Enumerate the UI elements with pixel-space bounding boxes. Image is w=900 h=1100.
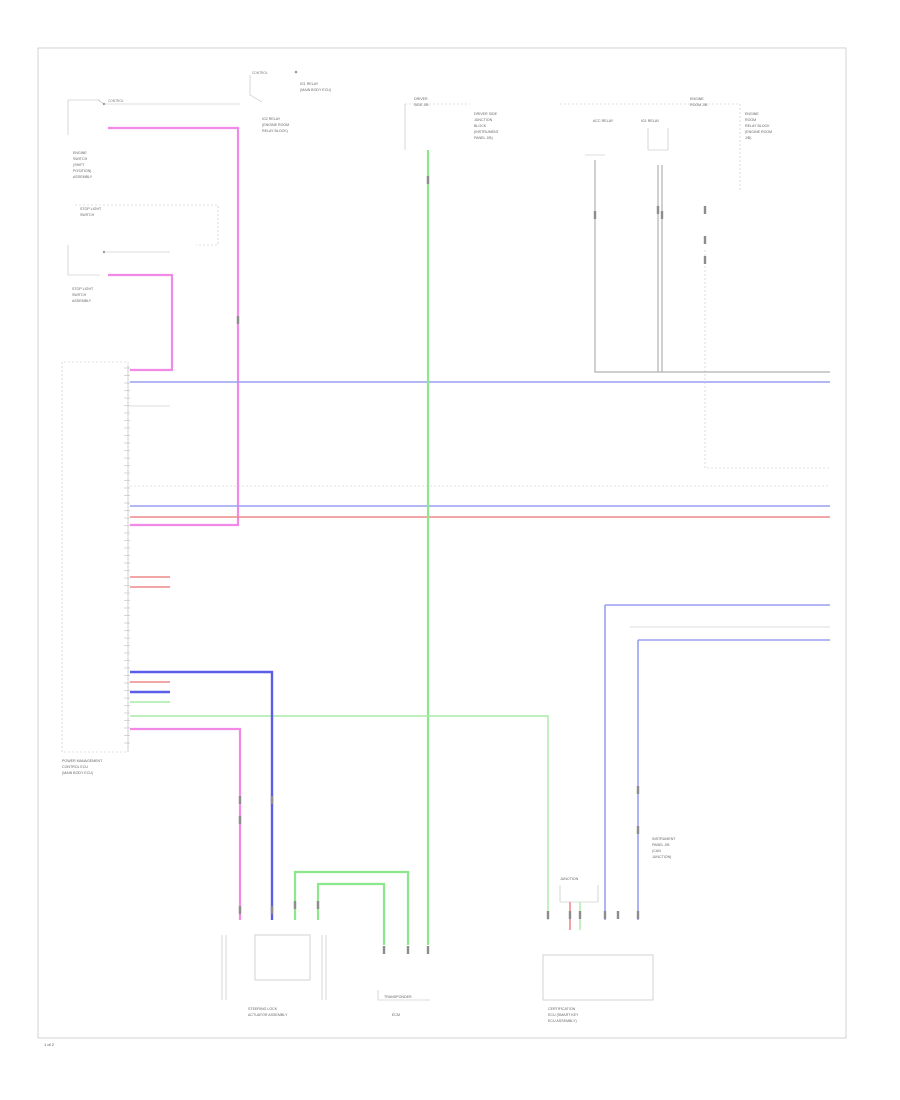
svg-text:CONTROL: CONTROL: [252, 71, 268, 75]
svg-text:ENGINE: ENGINE: [690, 97, 704, 101]
svg-text:SWITCH: SWITCH: [72, 293, 87, 297]
connector-terminal: [578, 911, 582, 919]
svg-text:JUNCTION: JUNCTION: [474, 118, 493, 122]
svg-text:ECM: ECM: [392, 1013, 400, 1017]
connector-terminal: [406, 946, 410, 954]
svg-text:(INSTRUMENT: (INSTRUMENT: [474, 130, 500, 134]
svg-text:CONTROL: CONTROL: [108, 99, 124, 103]
svg-text:ENGINE: ENGINE: [73, 151, 87, 155]
lock-wires: [130, 405, 274, 920]
svg-text:IG1 RELAY: IG1 RELAY: [300, 82, 319, 86]
svg-text:DRIVER: DRIVER: [414, 97, 428, 101]
svg-text:J/B): J/B): [745, 136, 751, 140]
svg-text:TRANSPONDER: TRANSPONDER: [384, 995, 412, 999]
green-wires: [130, 150, 549, 945]
connector-terminal: [236, 316, 240, 324]
diagram-frame: [37, 47, 847, 1039]
connector-terminal: [238, 816, 242, 824]
svg-text:(ENGINE ROOM: (ENGINE ROOM: [745, 130, 772, 134]
svg-text:IG2 RELAY: IG2 RELAY: [262, 117, 281, 121]
svg-text:ECU (SMART KEY: ECU (SMART KEY: [548, 1013, 579, 1017]
connector-terminal: [546, 911, 550, 919]
svg-text:CERTIFICATION: CERTIFICATION: [548, 1007, 576, 1011]
ig-relay-group: CONTROL IG1 RELAY (MAIN BODY ECU) IG2 RE…: [249, 70, 331, 133]
ecm: TRANSPONDER ECM: [321, 935, 430, 1017]
connector-terminal: [316, 901, 320, 909]
svg-text:RELAY BLOCK): RELAY BLOCK): [262, 129, 288, 133]
pink-wires: [108, 126, 242, 920]
connector-terminal: [426, 946, 430, 954]
svg-text:SIDE J/B: SIDE J/B: [414, 103, 429, 107]
connector-terminal: [703, 256, 707, 264]
certification-ecu: JUNCTION CERTIFICATION ECU (SMART KEY EC…: [542, 837, 676, 1023]
connector-terminal: [270, 906, 274, 914]
svg-text:(CAN: (CAN: [652, 849, 661, 853]
stop-light-switch: STOP LIGHT SWITCH STOP LIGHT SWITCH ASSE…: [67, 204, 219, 303]
connector-terminal: [426, 176, 430, 184]
svg-text:ECU ASSEMBLY): ECU ASSEMBLY): [548, 1019, 577, 1023]
frame-id: 1 of 2: [44, 1042, 55, 1047]
svg-text:ROOM J/B: ROOM J/B: [690, 103, 708, 107]
svg-text:JUNCTION): JUNCTION): [652, 855, 671, 859]
connector-terminal: [703, 206, 707, 214]
connector-terminal: [270, 796, 274, 804]
svg-text:(MAIN BODY ECU): (MAIN BODY ECU): [300, 88, 331, 92]
connector-terminal: [238, 796, 242, 804]
svg-text:(SHIFT: (SHIFT: [73, 163, 85, 167]
svg-text:ROOM: ROOM: [745, 118, 756, 122]
connector-terminal: [293, 901, 297, 909]
connector-terminal: [603, 911, 607, 919]
svg-text:CONTROL ECU: CONTROL ECU: [62, 765, 88, 769]
svg-text:ACC RELAY: ACC RELAY: [593, 119, 614, 123]
svg-text:ASSEMBLY: ASSEMBLY: [73, 175, 93, 179]
gray-lines: [130, 160, 830, 487]
svg-text:SWITCH: SWITCH: [80, 213, 95, 217]
connector-terminal: [656, 206, 660, 214]
svg-text:STOP LIGHT: STOP LIGHT: [72, 287, 94, 291]
svg-text:ENGINE: ENGINE: [745, 112, 759, 116]
steering-lock: STEERING LOCK ACTUATOR ASSEMBLY: [221, 934, 311, 1017]
svg-text:POWER MANAGEMENT: POWER MANAGEMENT: [62, 759, 103, 763]
connector-terminal: [616, 911, 620, 919]
svg-text:PANEL J/B: PANEL J/B: [652, 843, 670, 847]
connector-terminal: [703, 236, 707, 244]
svg-text:ACTUATOR ASSEMBLY: ACTUATOR ASSEMBLY: [248, 1013, 288, 1017]
connector-terminal: [636, 911, 640, 919]
junction-blocks: ENGINE ROOM J/B ACC RELAY IG1 RELAY ENGI…: [404, 97, 772, 190]
svg-text:DRIVER SIDE: DRIVER SIDE: [474, 112, 498, 116]
connector-terminal: [568, 911, 572, 919]
connector-terminal: [660, 211, 664, 219]
svg-text:STEERING LOCK: STEERING LOCK: [248, 1007, 278, 1011]
engine-switch: ENGINE SWITCH (SHIFT POSITION) ASSEMBLY …: [67, 99, 240, 179]
bus-lines: [130, 381, 830, 920]
connector-terminal: [636, 786, 640, 794]
svg-text:STOP LIGHT: STOP LIGHT: [80, 207, 102, 211]
svg-text:ASSEMBLY: ASSEMBLY: [72, 299, 92, 303]
svg-text:PANEL J/B): PANEL J/B): [474, 136, 493, 140]
connector-terminal: [382, 946, 386, 954]
svg-text:SWITCH: SWITCH: [73, 157, 88, 161]
svg-text:POSITION): POSITION): [73, 169, 91, 173]
connector-terminal: [593, 211, 597, 219]
svg-text:(MAIN BODY ECU): (MAIN BODY ECU): [62, 771, 93, 775]
svg-text:(ENGINE ROOM: (ENGINE ROOM: [262, 123, 289, 127]
wire-terminals: [236, 176, 707, 954]
connector-terminal: [238, 906, 242, 914]
svg-text:BLOCK: BLOCK: [474, 124, 487, 128]
pcm-box: POWER MANAGEMENT CONTROL ECU (MAIN BODY …: [61, 361, 130, 775]
svg-text:JUNCTION: JUNCTION: [560, 877, 579, 881]
svg-text:INSTRUMENT: INSTRUMENT: [652, 837, 676, 841]
connector-terminal: [636, 826, 640, 834]
svg-text:IG1 RELAY: IG1 RELAY: [641, 119, 660, 123]
svg-text:RELAY BLOCK: RELAY BLOCK: [745, 124, 770, 128]
